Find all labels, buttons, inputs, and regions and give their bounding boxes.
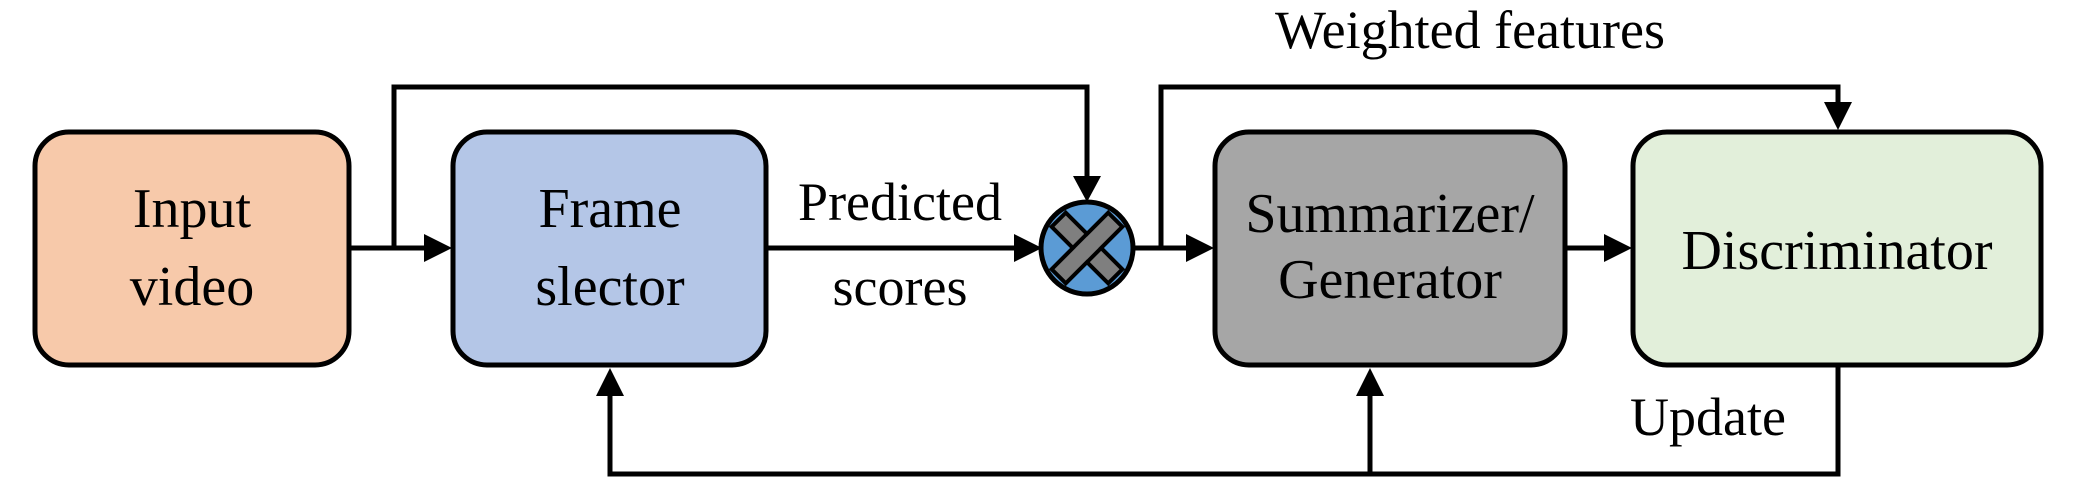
summarizer-label-line2: Generator <box>1278 249 1502 311</box>
predicted-label: Predicted <box>798 172 1002 232</box>
arrowhead-discriminator-left <box>1604 234 1632 262</box>
connectors <box>350 84 1852 477</box>
frame-selector-box <box>450 129 769 368</box>
arrowhead-multiplier-left <box>1014 234 1042 262</box>
input-video-label-line1: Input <box>133 178 252 240</box>
node-frame-selector: Frame slector <box>450 129 769 368</box>
multiply-icon <box>1038 199 1136 297</box>
input-video-box <box>32 129 352 368</box>
node-discriminator: Discriminator <box>1630 129 2044 368</box>
arrowhead-summarizer-bottom <box>1356 368 1384 396</box>
arrow-input-to-multiplier <box>391 84 1090 248</box>
node-input-video: Input video <box>32 129 352 368</box>
node-summarizer-generator: Summarizer/ Generator <box>1212 129 1568 368</box>
scores-label: scores <box>833 257 968 317</box>
arrowhead-frame-selector-bottom <box>596 368 624 396</box>
arrowhead-discriminator-top <box>1824 102 1852 130</box>
arrowhead-multiplier-top <box>1073 176 1101 202</box>
arrowhead-frame-selector-left <box>424 234 452 262</box>
summarizer-label-line1: Summarizer/ <box>1245 183 1535 245</box>
frame-selector-label-line1: Frame <box>538 178 681 240</box>
frame-selector-label-line2: slector <box>535 256 685 318</box>
update-label: Update <box>1630 387 1786 447</box>
discriminator-box <box>1630 129 2044 368</box>
arrow-weighted-features <box>1158 84 1841 248</box>
summarizer-generator-box <box>1212 129 1568 368</box>
input-video-label-line2: video <box>130 256 254 318</box>
weighted-features-label: Weighted features <box>1275 0 1665 60</box>
discriminator-label: Discriminator <box>1681 220 1992 282</box>
arrowhead-summarizer-left <box>1186 234 1214 262</box>
arrow-update-feedback <box>607 366 1841 477</box>
